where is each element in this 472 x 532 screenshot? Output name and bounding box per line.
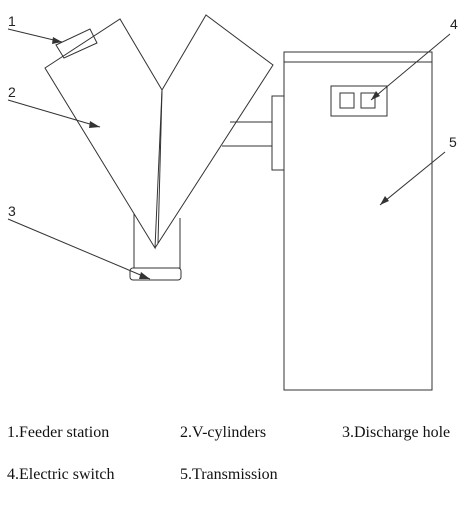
- v-joint-line: [157, 89, 163, 244]
- leader-line-3: [7, 218, 151, 280]
- legend-item-transmission: 5.Transmission: [180, 466, 278, 483]
- v-cylinder-left: [44, 18, 163, 250]
- arrow-head-2: [89, 121, 100, 128]
- discharge-neck: [133, 214, 181, 269]
- arrow-head-4: [371, 91, 380, 100]
- arrow-head-5: [380, 196, 389, 205]
- discharge-hole: [129, 267, 182, 281]
- callout-number-5: 5: [449, 134, 457, 150]
- callout-number-4: 4: [450, 16, 458, 32]
- leader-line-5: [379, 151, 446, 206]
- feeder-station: [55, 28, 98, 59]
- legend-item-electric-switch: 4.Electric switch: [7, 466, 115, 483]
- switch-button-left: [339, 92, 355, 109]
- cabinet-body: [283, 51, 433, 391]
- shaft-flange: [271, 95, 285, 171]
- v-cylinder-right: [154, 14, 274, 249]
- arrow-head-1: [52, 37, 62, 44]
- leader-line-4: [370, 33, 451, 101]
- diagram-svg: 1 2 3 4 5: [7, 13, 458, 391]
- switch-button-right: [360, 92, 376, 109]
- transmission-shaft: [222, 121, 272, 147]
- legend-item-discharge-hole: 3.Discharge hole: [342, 424, 451, 441]
- callout-number-3: 3: [8, 203, 16, 219]
- legend-item-feeder-station: 1.Feeder station: [7, 424, 110, 441]
- legend-item-v-cylinders: 2.V-cylinders: [180, 424, 267, 441]
- callout-number-1: 1: [8, 13, 16, 29]
- v-mixer-diagram: 1 2 3 4 5: [7, 13, 458, 391]
- callout-number-2: 2: [8, 84, 16, 100]
- legend: 1.Feeder station 2.V-cylinders 3.Dischar…: [0, 400, 472, 532]
- arrow-head-3: [139, 272, 150, 279]
- electric-switch-panel: [330, 85, 388, 117]
- leader-line-2: [7, 99, 101, 128]
